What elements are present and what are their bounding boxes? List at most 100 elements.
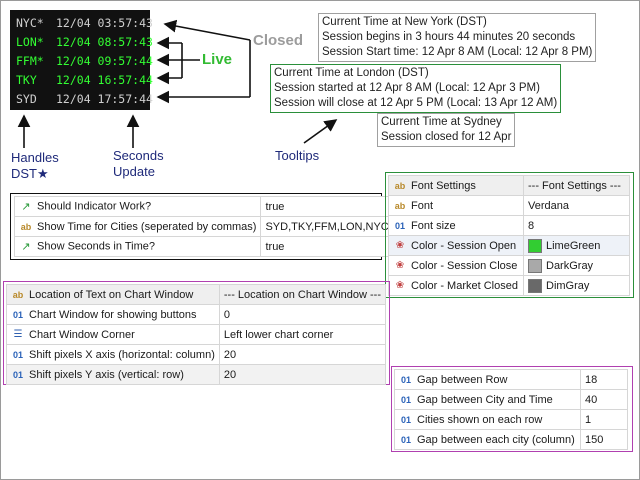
tooltips-arrow <box>303 119 338 144</box>
param-value-cell[interactable]: true <box>260 196 394 217</box>
color-swatch <box>528 238 542 253</box>
table-row[interactable]: ❀ Color - Session Open LimeGreen <box>388 235 630 256</box>
param-name: Chart Window Corner <box>29 328 135 341</box>
param-value: 20 <box>223 368 237 381</box>
param-name: Show Time for Cities (seperated by comma… <box>37 220 257 233</box>
param-value: DimGray <box>546 279 590 292</box>
param-name-cell: ↗Show Seconds in Time? <box>13 236 262 257</box>
param-value-cell[interactable]: SYD,TKY,FFM,LON,NYC <box>260 216 394 237</box>
tooltip-london: Current Time at London (DST)Session star… <box>270 64 562 113</box>
clock-time: 12/04 17:57:44 <box>56 92 153 106</box>
param-name: Color - Session Open <box>411 239 517 252</box>
closed-label: Closed <box>253 32 304 49</box>
table-header-row[interactable]: ab Location of Text on Chart Window --- Lo… <box>6 284 387 305</box>
param-value: 0 <box>223 308 231 321</box>
live-label: Live <box>202 51 233 68</box>
param-name-cell: ❀Color - Market Closed <box>388 275 524 296</box>
param-value: 40 <box>585 393 598 406</box>
param-value-cell[interactable]: 40 <box>580 389 628 410</box>
color-type-icon: ❀ <box>395 240 405 252</box>
tooltip-line: Session will close at 12 Apr 5 PM (Local… <box>274 97 558 109</box>
text-type-icon: ab <box>12 289 24 300</box>
param-name-cell: 01 Gap between each city (column) <box>394 429 581 450</box>
tooltips-label: Tooltips <box>275 148 320 163</box>
closed-arrow-nyc <box>163 19 251 41</box>
param-value-cell[interactable]: 20 <box>218 364 387 385</box>
param-name: Show Seconds in Time? <box>37 240 156 253</box>
location-settings-table: ab Location of Text on Chart Window --- Lo… <box>6 284 387 385</box>
param-value-cell[interactable]: Left lower chart corner <box>218 324 387 345</box>
param-value-cell[interactable]: true <box>260 236 394 257</box>
table-row[interactable]: 01 Gap between Row 18 <box>394 369 628 390</box>
table-row[interactable]: 01 Gap between each city (column) 150 <box>394 429 628 450</box>
param-name: Gap between City and Time <box>417 393 553 406</box>
param-name: Shift pixels Y axis (vertical: row) <box>29 368 184 381</box>
param-value-cell[interactable]: Verdana <box>523 195 630 216</box>
clock-time: 12/04 16:57:44 <box>56 73 153 87</box>
tooltip-line: Current Time at Sydney <box>381 116 502 128</box>
color-swatch <box>528 258 542 273</box>
number-type-icon: 01 <box>12 309 23 320</box>
param-name: Location of Text on Chart Window <box>29 288 194 301</box>
param-value-cell[interactable]: 20 <box>218 344 387 365</box>
param-value: SYD,TKY,FFM,LON,NYC <box>265 220 389 233</box>
tooltip-line: Session closed for 12 Apr <box>381 131 512 143</box>
clock-time: 12/04 08:57:43 <box>56 35 153 49</box>
param-value-cell[interactable]: 1 <box>580 409 628 430</box>
param-value: DarkGray <box>546 259 594 272</box>
clock-row: FFM* 12/04 09:57:44 <box>16 54 153 68</box>
enum-type-icon: ☰ <box>13 329 23 341</box>
param-value-cell: --- Location on Chart Window --- <box>218 284 387 305</box>
param-value-cell[interactable]: LimeGreen <box>523 235 630 256</box>
param-name: Gap between each city (column) <box>417 433 575 446</box>
param-value: 18 <box>585 373 598 386</box>
number-type-icon: 01 <box>400 434 411 445</box>
table-row[interactable]: ↗Should Indicator Work?true <box>13 196 394 217</box>
param-name: Font <box>411 199 434 212</box>
param-name-cell: ab Location of Text on Chart Window <box>6 284 220 305</box>
number-type-icon: 01 <box>394 220 405 231</box>
param-value-cell[interactable]: 150 <box>580 429 628 450</box>
table-row[interactable]: ❀Color - Market Closed DimGray <box>388 275 630 296</box>
table-row[interactable]: ab Show Time for Cities (seperated by com… <box>13 216 394 237</box>
param-value-cell[interactable]: 18 <box>580 369 628 390</box>
param-value: 20 <box>223 348 237 361</box>
param-name: Color - Session Close <box>411 259 518 272</box>
number-type-icon: 01 <box>400 374 411 385</box>
tooltip-line: Current Time at New York (DST) <box>322 16 487 28</box>
clock-row: NYC*12/04 03:57:43 <box>16 16 153 30</box>
param-value-cell[interactable]: DimGray <box>523 275 630 296</box>
param-value: --- Font Settings --- <box>528 179 621 192</box>
color-type-icon: ❀ <box>395 280 405 292</box>
param-value-cell[interactable]: DarkGray <box>523 255 630 276</box>
text-type-icon: ab <box>20 221 32 232</box>
param-value: Left lower chart corner <box>223 328 334 341</box>
clock-city: FFM* <box>16 54 44 68</box>
param-value-cell[interactable]: 8 <box>523 215 630 236</box>
dst-label: DST★ <box>11 166 49 181</box>
param-value: LimeGreen <box>546 239 601 252</box>
param-name: Gap between Row <box>417 373 508 386</box>
table-row[interactable]: ↗Show Seconds in Time?true <box>13 236 394 257</box>
table-row[interactable]: ☰ Chart Window Corner Left lower chart cor… <box>6 324 387 345</box>
param-name-cell: ☰ Chart Window Corner <box>6 324 220 345</box>
clock-time: 12/04 09:57:44 <box>56 54 153 68</box>
param-value-cell[interactable]: 0 <box>218 304 387 325</box>
